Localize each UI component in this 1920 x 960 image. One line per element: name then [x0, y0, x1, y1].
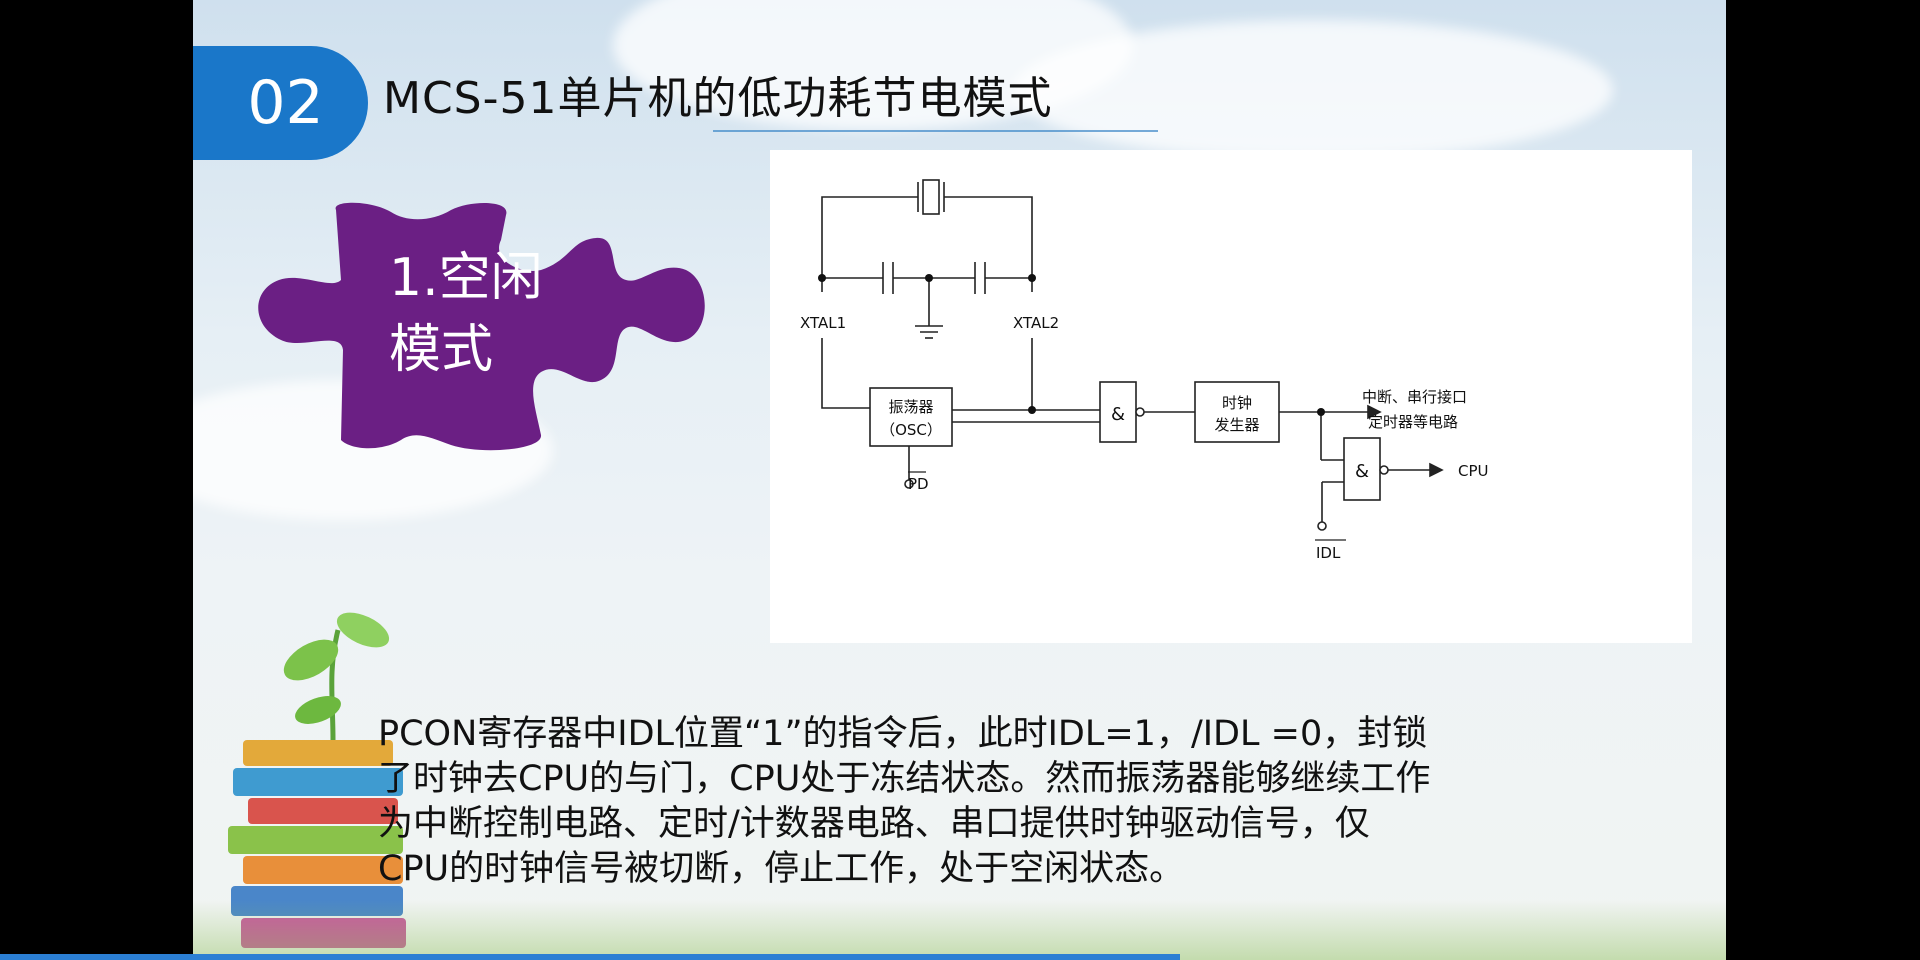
puzzle-label-line1: 1.空闲	[389, 248, 543, 308]
section-number: 02	[247, 68, 324, 138]
clock-gen-label-line1: 时钟	[1222, 394, 1252, 412]
slide: 02 MCS-51单片机的低功耗节电模式 1.空闲 模式	[193, 0, 1726, 960]
pd-label: PD	[908, 475, 929, 493]
and-gate2-symbol: &	[1355, 461, 1369, 482]
cpu-label: CPU	[1458, 462, 1489, 480]
xtal1-label: XTAL1	[800, 314, 846, 332]
output-label-line2: 定时器等电路	[1368, 413, 1458, 431]
explanation-paragraph: PCON寄存器中IDL位置“1”的指令后，此时IDL=1，/IDL =0，封锁了…	[378, 714, 1431, 889]
output-label-line1: 中断、串行接口	[1362, 388, 1467, 406]
section-number-badge: 02	[193, 46, 368, 160]
puzzle-piece-icon	[258, 202, 705, 451]
osc-label-line2: （OSC）	[880, 421, 942, 439]
circuit-diagram: XTAL1 XTAL2 振荡器 （OSC） & 时钟 发生器 中断、串行接口 定…	[770, 150, 1692, 643]
circuit-diagram-svg: XTAL1 XTAL2 振荡器 （OSC） & 时钟 发生器 中断、串行接口 定…	[800, 179, 1489, 562]
cloud-decoration	[1013, 20, 1613, 160]
clock-gen-label-line2: 发生器	[1214, 416, 1259, 434]
title-underline	[713, 130, 1158, 132]
slide-title: MCS-51单片机的低功耗节电模式	[383, 73, 1053, 124]
puzzle-label-line2: 模式	[389, 320, 494, 380]
puzzle-label: 1.空闲 模式	[389, 242, 589, 386]
osc-label-line1: 振荡器	[888, 398, 933, 416]
and-gate-symbol: &	[1111, 404, 1125, 425]
grass-decoration	[193, 900, 1726, 960]
idl-label: IDL	[1316, 544, 1341, 562]
books-plant-illustration	[228, 612, 406, 948]
xtal2-label: XTAL2	[1013, 314, 1059, 332]
playback-progress-bar[interactable]	[0, 954, 1180, 960]
